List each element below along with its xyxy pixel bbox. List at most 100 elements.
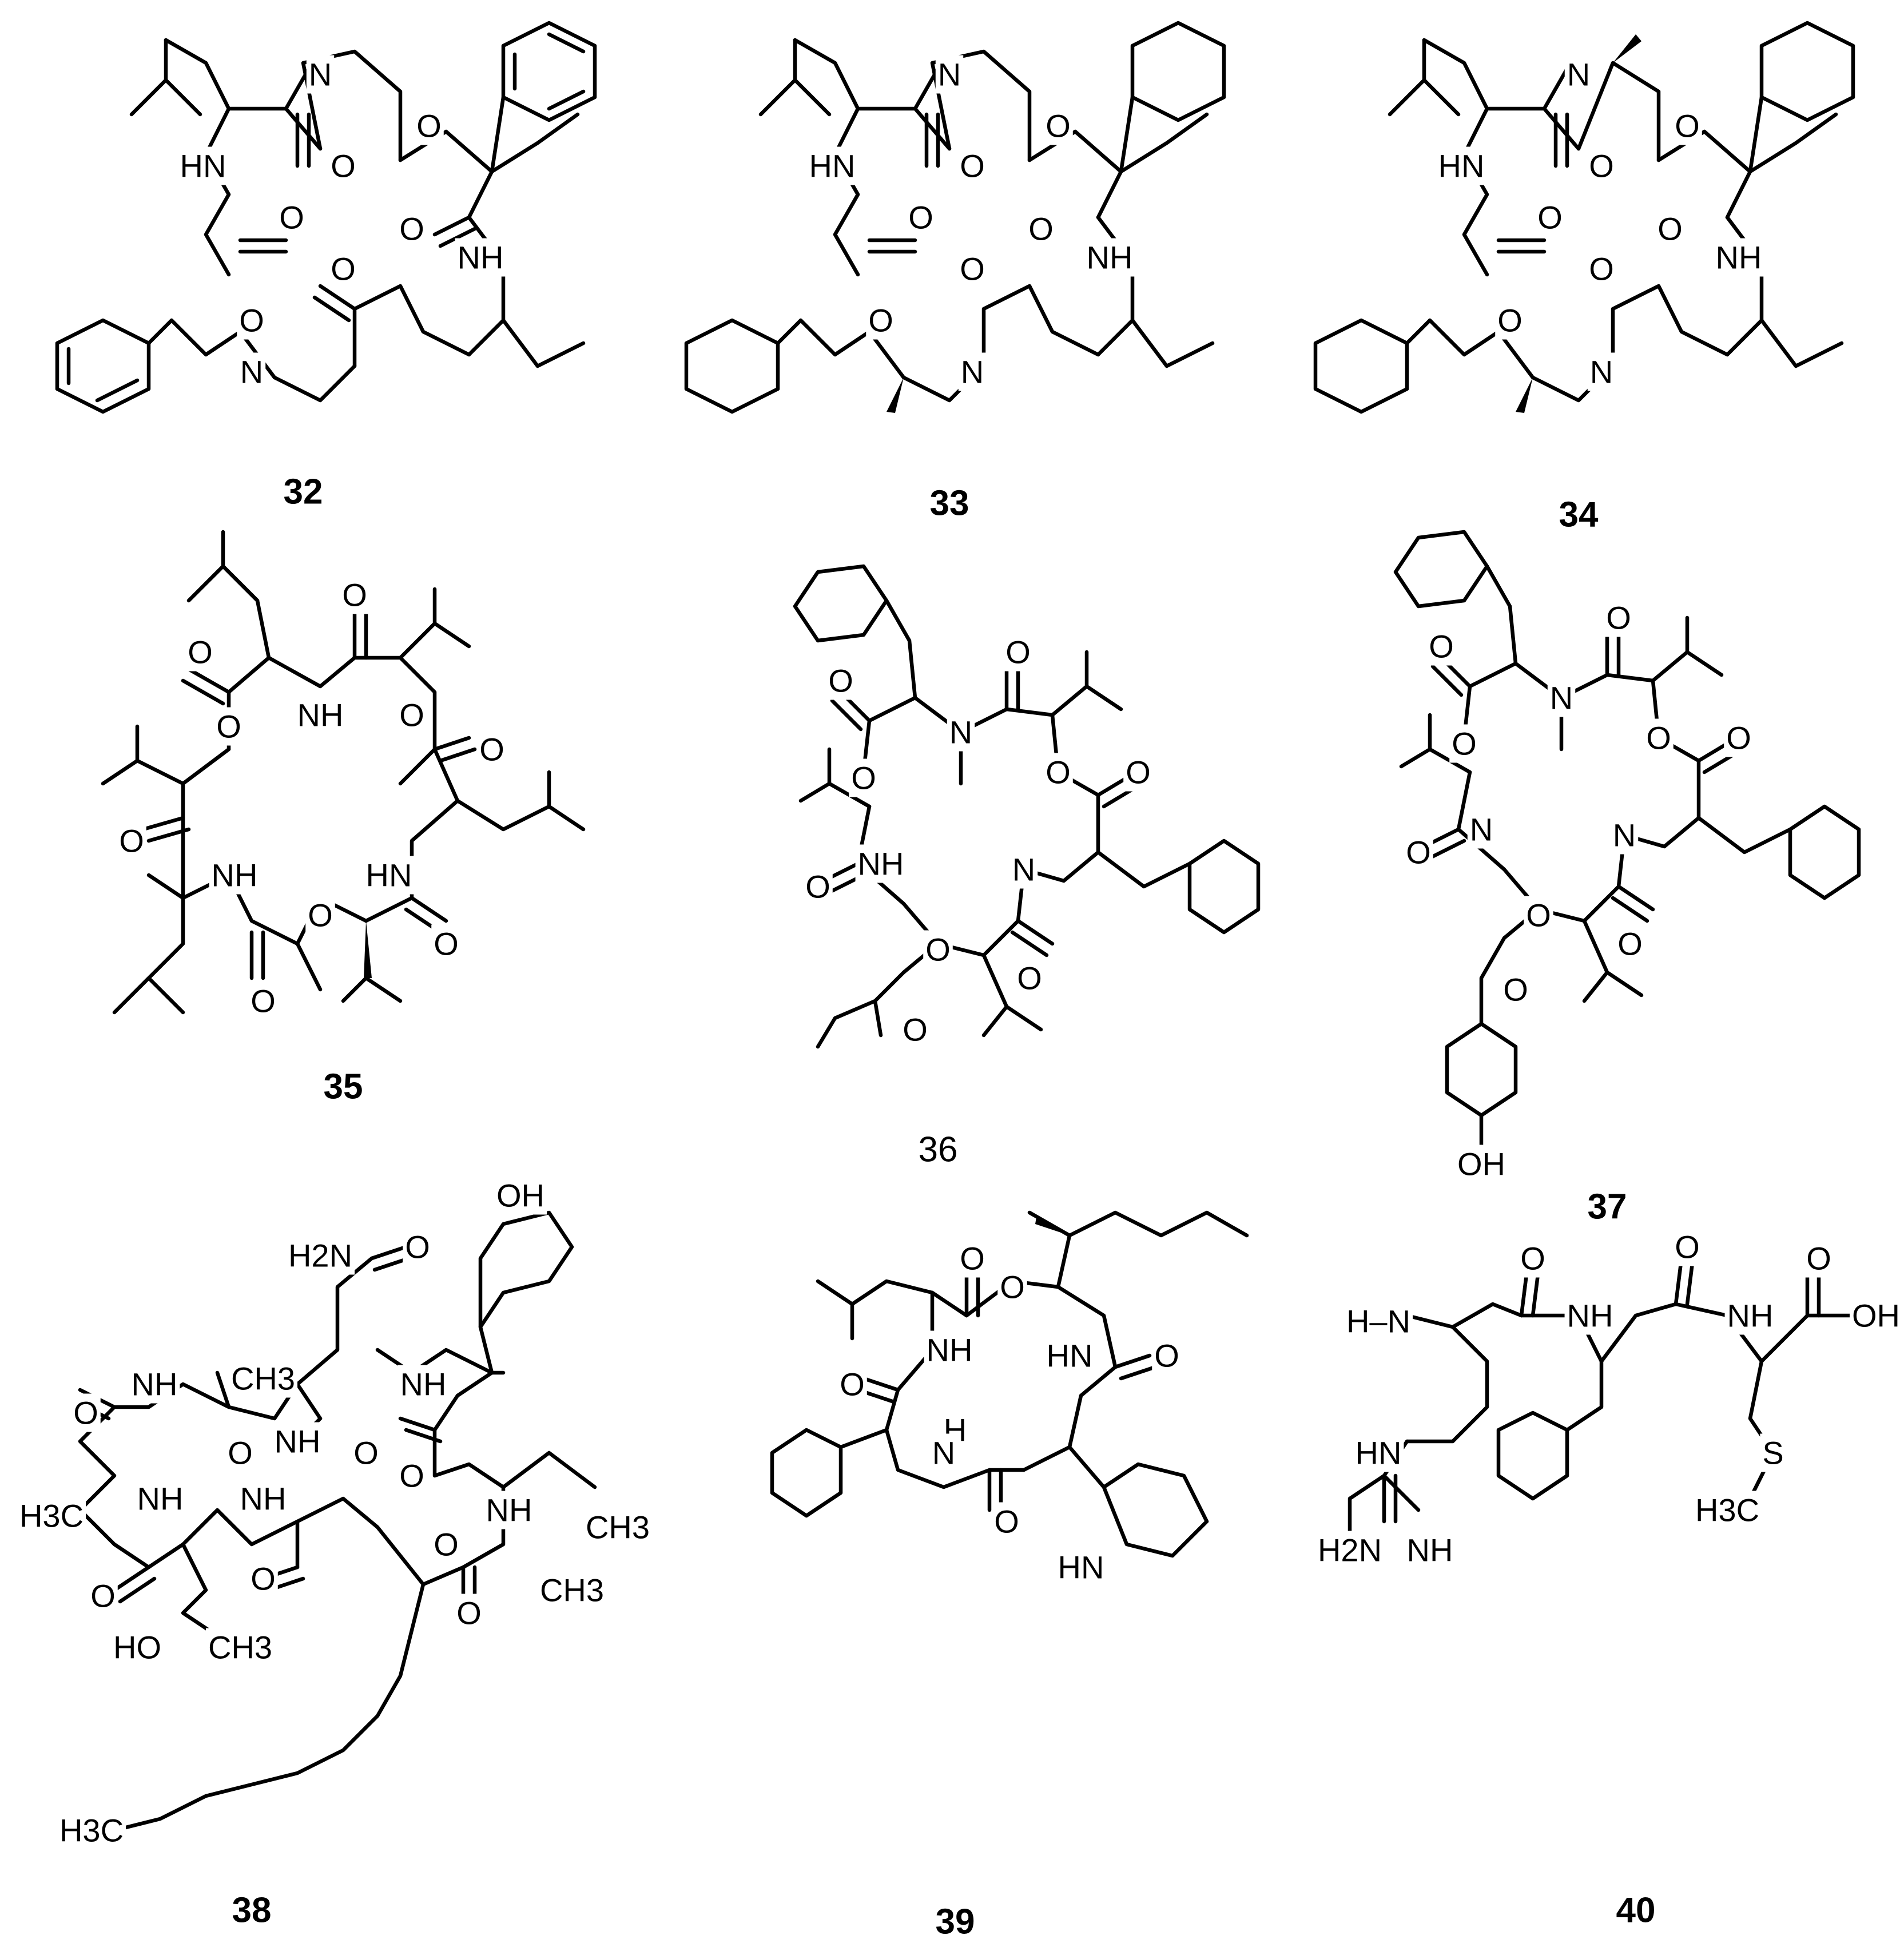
atom-O: O: [90, 1578, 116, 1614]
atom-NH: NH: [1407, 1532, 1453, 1568]
atom-O: O: [1406, 835, 1431, 871]
atom-label-background: [906, 198, 936, 237]
atom-label-background: [1315, 1531, 1385, 1569]
atom-label-background: [237, 352, 266, 391]
atom-CH3: CH3: [586, 1509, 650, 1545]
atom-label-background: [363, 856, 415, 895]
atom-label-background: [1455, 1145, 1508, 1183]
structure-35: O NH O O O O O NH HN O O O 35: [101, 530, 586, 1107]
atom-label-background: [1009, 850, 1038, 889]
atom-label-background: [1672, 1227, 1702, 1266]
atom-HN: HN: [1047, 1338, 1093, 1374]
atom-O: O: [1806, 1241, 1831, 1277]
atom-label-background: [1615, 924, 1645, 963]
atom-O: O: [331, 251, 356, 287]
atom-O: O: [73, 1395, 98, 1431]
atom-label-background: [248, 982, 278, 1020]
atom-label-background: [1026, 209, 1056, 248]
atom-label-background: [1587, 146, 1616, 185]
atom-label-background: [185, 633, 215, 671]
atom-label-background: [1850, 1296, 1902, 1335]
atom-O: O: [903, 1012, 928, 1048]
atom-label-background: [1003, 633, 1033, 671]
atom-O: O: [399, 1458, 424, 1494]
atom-O: O: [1617, 926, 1643, 962]
compound-label-38: 38: [232, 1891, 272, 1930]
atom-N: N: [1470, 812, 1493, 848]
atom-HN: HN: [1356, 1435, 1402, 1471]
atom-label-background: [1467, 810, 1496, 849]
atom-label-background: [277, 198, 307, 237]
atom-O: O: [1046, 108, 1071, 144]
atom-H-N: H–N: [1346, 1304, 1410, 1340]
atom-NH: NH: [212, 857, 258, 893]
atom-O: O: [228, 1435, 253, 1471]
atom-label-background: [134, 1479, 186, 1518]
structure-39: O O NH HN O O H N O HN 39: [770, 1210, 1249, 1942]
atom-O: O: [1520, 1241, 1545, 1277]
atom-N: N: [932, 1435, 955, 1471]
atom-S: S: [1762, 1435, 1783, 1471]
atom-label-background: [826, 661, 856, 700]
atom-O: O: [805, 869, 830, 905]
atom-label-background: [900, 1010, 930, 1049]
atom-O: O: [960, 1241, 985, 1277]
atom-label-background: [431, 924, 461, 963]
atom-NH: NH: [1087, 240, 1133, 276]
atom-O: O: [251, 1561, 276, 1597]
atom-O: O: [908, 200, 933, 236]
atom-label-background: [111, 1628, 164, 1667]
atom-label-background: [866, 301, 896, 340]
atom-label-background: [806, 146, 858, 185]
atom-label-background: [1501, 970, 1531, 1009]
atom-label-background: [397, 696, 427, 734]
compound-label-40: 40: [1616, 1891, 1656, 1930]
atom-label-background: [397, 209, 427, 248]
atom-label-background: [1084, 238, 1135, 277]
structure-34: N HN O O O O NH O O N 34: [1313, 21, 1855, 535]
atom-O: O: [119, 823, 144, 859]
atom-label-background: [924, 1330, 975, 1369]
atom-O: O: [1675, 108, 1700, 144]
atom-label-background: [477, 730, 507, 769]
atom-label-background: [398, 1365, 449, 1404]
atom-N: N: [1012, 852, 1035, 888]
atom-O: O: [960, 251, 985, 287]
atom-label-background: [803, 867, 833, 906]
atom-label-background: [958, 352, 987, 391]
atom-HN: HN: [366, 857, 412, 893]
atom-label-background: [1524, 896, 1553, 935]
structure-38: H2N O OH CH3 NH NH NH O O O H3C NH NH O …: [17, 1176, 653, 1930]
atom-label-background: [214, 707, 244, 746]
atom-label-background: [71, 1393, 101, 1432]
atom-label-background: [177, 146, 229, 185]
atom-NH: NH: [400, 1366, 447, 1402]
atom-label-background: [1043, 753, 1073, 792]
atom-label-background: [1015, 959, 1044, 998]
atom-label-background: [1343, 1302, 1413, 1341]
atom-N: N: [949, 714, 972, 750]
atom-O: O: [851, 760, 876, 796]
atom-label-background: [583, 1508, 653, 1547]
atom-O: O: [399, 211, 424, 247]
atom-OH: OH: [496, 1178, 544, 1214]
structure-40: H–N O NH O NH O OH HN S H3C H2N NH 40: [1315, 1227, 1902, 1930]
atom-H2N: H2N: [1318, 1532, 1382, 1568]
atom-O: O: [342, 577, 367, 613]
atom-NH: NH: [137, 1481, 184, 1517]
atom-HN: HN: [1058, 1549, 1104, 1586]
atom-label-background: [1404, 833, 1433, 872]
atom-N: N: [1567, 57, 1590, 93]
atom-O: O: [251, 983, 276, 1019]
atom-NH: NH: [858, 846, 904, 882]
atom-CH3: CH3: [208, 1630, 272, 1666]
atom-O: O: [216, 709, 241, 745]
atom-label-background: [431, 1525, 461, 1564]
compound-label-37: 37: [1588, 1187, 1627, 1227]
atom-OH: OH: [1457, 1146, 1505, 1182]
compound-label-39: 39: [936, 1902, 975, 1942]
atom-label-background: [1644, 718, 1674, 757]
atom-label-background: [88, 1576, 118, 1615]
atom-NH: NH: [486, 1492, 532, 1528]
